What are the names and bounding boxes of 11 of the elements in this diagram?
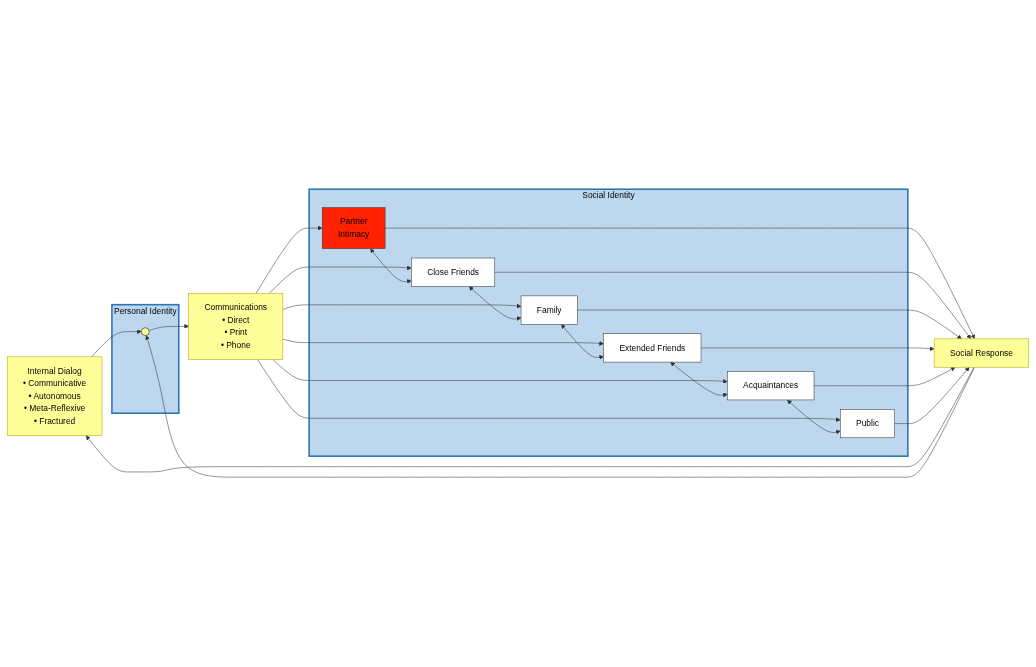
node-box: Partner Intimacy bbox=[322, 207, 386, 250]
node-box: Communications • Direct • Print • Phone bbox=[188, 293, 284, 361]
node-box: Acquaintances bbox=[727, 371, 815, 401]
node-box: Extended Friends bbox=[603, 333, 702, 363]
node-box: Social Response bbox=[933, 338, 1030, 368]
node-circle bbox=[141, 327, 150, 337]
node-box: Public bbox=[840, 409, 895, 439]
node-box: Family bbox=[520, 295, 578, 325]
node-box: Close Friends bbox=[411, 258, 496, 287]
node-box: Internal Dialog • Communicative • Autonomous • Meta-Reflexive • Fractured bbox=[6, 356, 103, 437]
cluster: Personal Identity bbox=[111, 304, 180, 415]
